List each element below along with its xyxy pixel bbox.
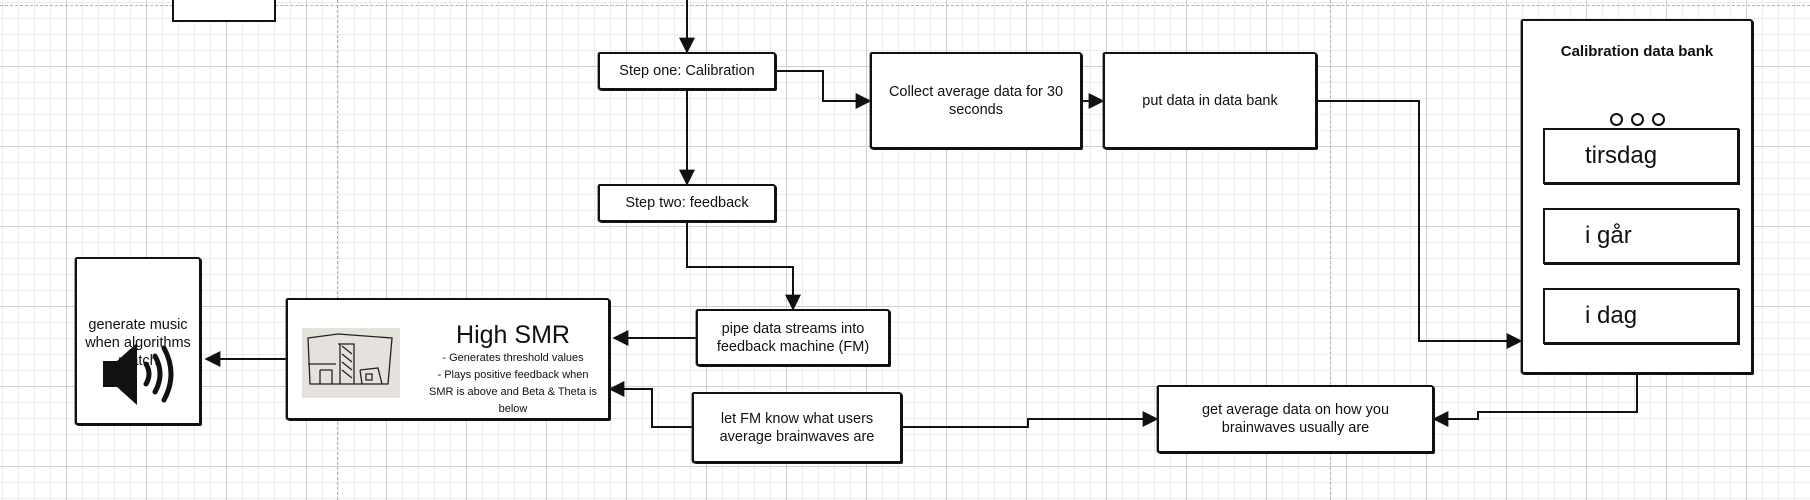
step-one-label: Step one: Calibration	[619, 63, 755, 79]
smr-title: High SMR	[456, 321, 570, 349]
put-data-label: put data in data bank	[1142, 92, 1278, 109]
edge-step-two-to-pipe	[686, 222, 801, 311]
let-fm-node[interactable]: let FM know what users average brainwave…	[692, 392, 902, 463]
edge-letfm-to-smr	[608, 381, 692, 428]
circle-icon	[1630, 113, 1644, 126]
offscreen-node[interactable]	[172, 0, 276, 22]
circle-icon	[1609, 113, 1623, 126]
get-average-node[interactable]: get average data on how you brainwaves u…	[1157, 385, 1434, 453]
collect-label: Collect average data for 30 seconds	[888, 83, 1064, 118]
calibration-data-bank[interactable]: Calibration data bank tirsdag i går i da…	[1521, 19, 1753, 374]
get-average-label: get average data on how you brainwaves u…	[1201, 402, 1390, 436]
page-break-line	[337, 0, 338, 500]
day-label: i går	[1585, 222, 1632, 249]
pipe-node[interactable]: pipe data streams into feedback machine …	[696, 309, 890, 366]
step-two-node[interactable]: Step two: feedback	[598, 184, 776, 222]
step-two-label: Step two: feedback	[625, 195, 749, 211]
collect-node[interactable]: Collect average data for 30 seconds	[870, 52, 1082, 149]
put-data-node[interactable]: put data in data bank	[1103, 52, 1317, 149]
edge-put-to-bank	[1317, 100, 1523, 349]
day-label: i dag	[1585, 302, 1638, 329]
more-dots	[1523, 113, 1751, 126]
let-fm-label: let FM know what users average brainwave…	[719, 410, 875, 445]
step-one-node[interactable]: Step one: Calibration	[598, 52, 776, 90]
edge-letfm-to-getavg	[902, 411, 1159, 428]
edge-bank-to-getavg	[1432, 374, 1638, 427]
smr-line: - Plays positive feedback when SMR is ab…	[429, 369, 597, 415]
edge-step-one-to-collect	[776, 70, 872, 109]
page-break-line	[0, 5, 1810, 6]
circle-icon	[1651, 113, 1665, 126]
day-label: tirsdag	[1585, 142, 1658, 169]
day-entry-tirsdag[interactable]: tirsdag	[1543, 128, 1739, 184]
page-break-line	[1330, 0, 1331, 500]
high-smr-node[interactable]: High SMR - Generates threshold values - …	[286, 298, 610, 420]
hand-drawn-sketch-image	[302, 328, 400, 398]
smr-description: - Generates threshold values - Plays pos…	[428, 350, 598, 418]
day-entry-i-gar[interactable]: i går	[1543, 208, 1739, 264]
generate-music-node[interactable]: generate music when algorithms match	[75, 257, 201, 425]
data-bank-title: Calibration data bank	[1560, 43, 1714, 60]
speaker-icon	[103, 343, 174, 405]
pipe-label: pipe data streams into feedback machine …	[716, 320, 870, 355]
day-entry-i-dag[interactable]: i dag	[1543, 288, 1739, 344]
smr-line: - Generates threshold values	[442, 352, 584, 364]
